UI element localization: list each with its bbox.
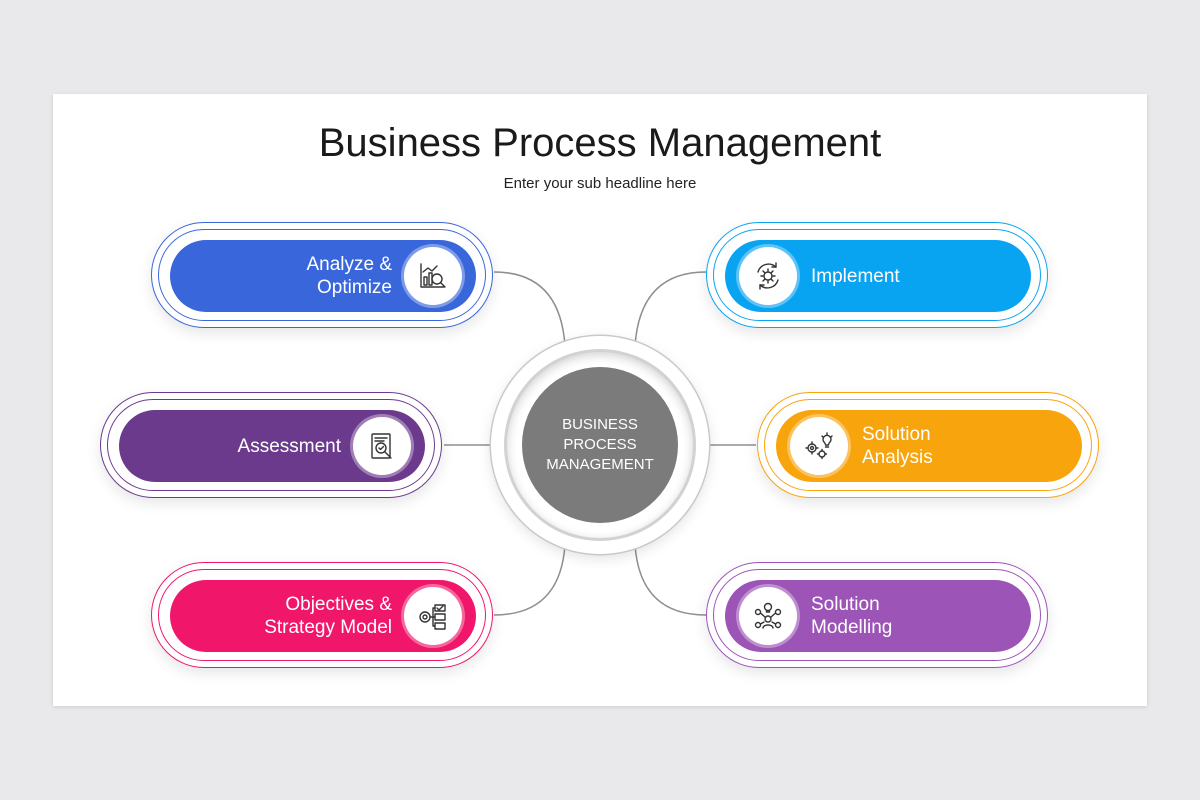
- node-analyze-optimize: Analyze & Optimize: [151, 222, 493, 328]
- node-ring: [107, 399, 435, 491]
- node-pill: Assessment: [119, 410, 425, 482]
- node-ring: [713, 229, 1041, 321]
- node-label: Implement: [811, 265, 900, 287]
- node-label: Analyze & Optimize: [306, 254, 392, 298]
- node-pill: Analyze & Optimize: [170, 240, 476, 312]
- connector-objectives: [493, 544, 566, 616]
- page-title: Business Process Management: [318, 121, 882, 165]
- target-checklist-icon: [404, 587, 462, 645]
- gears-lightbulb-icon: [790, 417, 848, 475]
- node-pill: Solution Modelling: [725, 580, 1031, 652]
- node-pill: Implement: [725, 240, 1031, 312]
- chart-magnifier-icon: [404, 247, 462, 305]
- connector-implement: [634, 271, 707, 347]
- center-hub: BUSINESS PROCESS MANAGEMENT: [522, 367, 678, 523]
- node-label: Solution Modelling: [811, 594, 893, 638]
- node-objectives-strategy: Objectives & Strategy Model: [151, 562, 493, 668]
- node-assessment: Assessment: [100, 392, 442, 498]
- node-ring: [764, 399, 1092, 491]
- idea-network-icon: [739, 587, 797, 645]
- node-ring: [713, 569, 1041, 661]
- node-label: Solution Analysis: [862, 424, 933, 468]
- connector-analyze: [493, 271, 566, 347]
- document-magnifier-icon: [353, 417, 411, 475]
- node-implement: Implement: [706, 222, 1048, 328]
- page-subtitle: Enter your sub headline here: [503, 175, 697, 192]
- node-solution-analysis: Solution Analysis: [757, 392, 1099, 498]
- node-ring: [158, 229, 486, 321]
- node-pill: Solution Analysis: [776, 410, 1082, 482]
- node-pill: Objectives & Strategy Model: [170, 580, 476, 652]
- connector-solution-modelling: [634, 544, 707, 616]
- node-label: Assessment: [237, 435, 341, 457]
- node-ring: [158, 569, 486, 661]
- node-solution-modelling: Solution Modelling: [706, 562, 1048, 668]
- node-label: Objectives & Strategy Model: [264, 594, 392, 638]
- gear-cycle-icon: [739, 247, 797, 305]
